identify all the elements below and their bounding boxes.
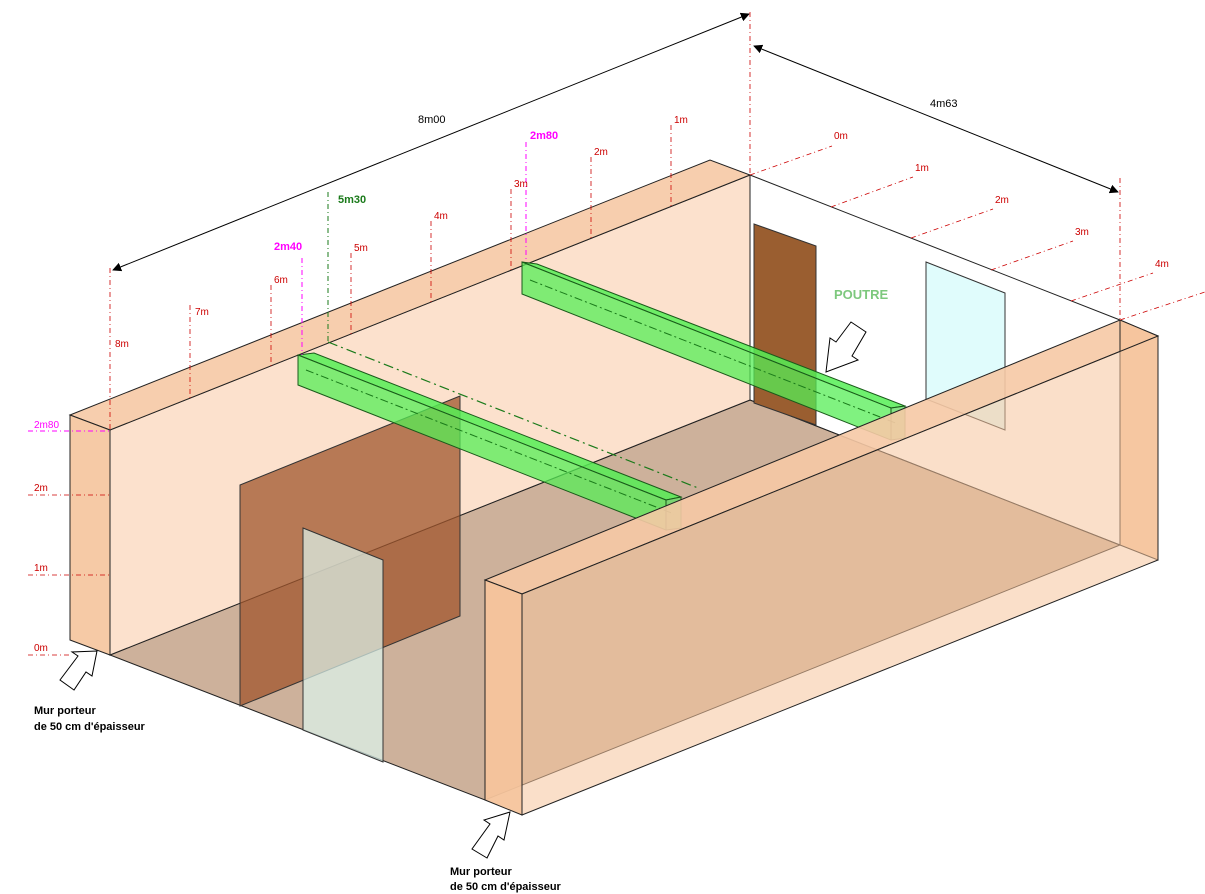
axis-position-label: 5m30 bbox=[338, 194, 366, 206]
height-tick-1m: 1m bbox=[34, 563, 48, 574]
width-tick-1m: 1m bbox=[915, 163, 929, 174]
left-wall-end bbox=[69, 414, 111, 656]
width-tick-4m: 4m bbox=[1155, 259, 1169, 270]
beam-b bbox=[521, 261, 907, 441]
width-tick-2m: 2m bbox=[995, 195, 1009, 206]
beam-a-position-label: 2m40 bbox=[274, 241, 302, 253]
length-dimension-label: 8m00 bbox=[418, 114, 446, 126]
width-tick-3m: 3m bbox=[1075, 227, 1089, 238]
length-tick-4m: 4m bbox=[434, 211, 448, 222]
height-top-label: 2m80 bbox=[34, 420, 59, 431]
left-wall-pointer-arrow-icon bbox=[59, 650, 98, 691]
height-tick-0m: 0m bbox=[34, 643, 48, 654]
left-wall-note-line2: de 50 cm d'épaisseur bbox=[34, 721, 146, 733]
width-tick-0m: 0m bbox=[834, 131, 848, 142]
length-tick-3m: 3m bbox=[514, 179, 528, 190]
length-tick-7m: 7m bbox=[195, 307, 209, 318]
length-tick-1m: 1m bbox=[674, 115, 688, 126]
left-wall-note-line1: Mur porteur bbox=[34, 705, 96, 717]
length-tick-2m: 2m bbox=[594, 147, 608, 158]
front-wall-note-line1: Mur porteur bbox=[450, 866, 512, 878]
beam-a bbox=[297, 352, 683, 531]
back-wall-window bbox=[302, 527, 384, 763]
length-tick-8m: 8m bbox=[115, 339, 129, 350]
length-tick-5m: 5m bbox=[354, 243, 368, 254]
length-dimension-line bbox=[112, 12, 750, 272]
width-dimension-label: 4m63 bbox=[930, 98, 958, 110]
front-wall-end-left bbox=[484, 579, 523, 816]
axis-line-5m30 bbox=[327, 341, 699, 489]
beam-label: POUTRE bbox=[834, 287, 889, 302]
front-wall-pointer-arrow-icon bbox=[471, 811, 511, 859]
height-tick-2m: 2m bbox=[34, 483, 48, 494]
beam-b-position-label: 2m80 bbox=[530, 130, 558, 142]
length-tick-6m: 6m bbox=[274, 275, 288, 286]
front-wall-note-line2: de 50 cm d'épaisseur bbox=[450, 881, 562, 893]
width-dimension-line bbox=[753, 44, 1119, 194]
beam-pointer-arrow-icon bbox=[825, 321, 867, 373]
